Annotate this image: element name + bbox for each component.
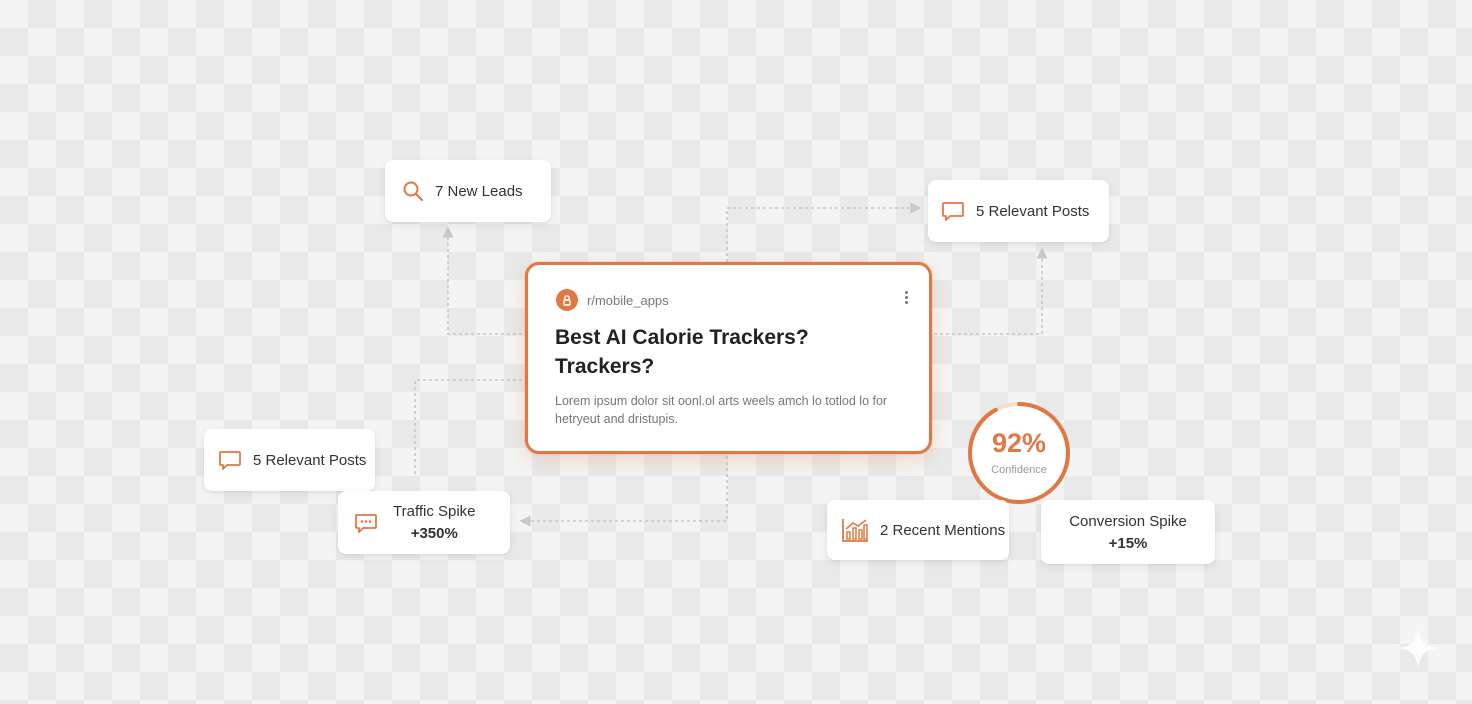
chat-bubble-icon [941,200,965,222]
new-leads-label: 7 New Leads [435,182,523,200]
confidence-value: 92% [991,428,1047,458]
conversion-spike-label: Conversion Spike [1069,512,1187,530]
connector-card-to-traffic [519,456,728,527]
relevant-posts-label-left: 5 Relevant Posts [253,451,367,469]
sparkle-icon [1395,625,1441,676]
traffic-spike-chip[interactable]: Traffic Spike +350% [338,491,510,554]
post-header: r/mobile_apps [556,289,669,311]
subreddit-avatar-icon [556,289,578,311]
more-vertical-icon[interactable] [903,291,909,306]
chat-bubble-icon [218,449,242,471]
bar-chart-icon [841,517,869,543]
connector-card-to-posts-right-2 [934,247,1048,335]
new-leads-chip[interactable]: 7 New Leads [385,160,551,222]
relevant-posts-chip-right[interactable]: 5 Relevant Posts [928,180,1109,242]
confidence-gauge: 92% Confidence [967,401,1071,505]
subreddit-name[interactable]: r/mobile_apps [587,292,669,308]
conversion-spike-chip[interactable]: Conversion Spike +15% [1041,500,1215,564]
traffic-spike-value: +350% [410,525,458,542]
post-title[interactable]: Best AI Calorie Trackers? Trackers? [555,326,809,378]
relevant-posts-chip-left[interactable]: 5 Relevant Posts [204,429,375,491]
connector-card-to-traffic-top [414,379,522,476]
chat-dots-icon [354,512,378,534]
search-icon [402,180,424,202]
recent-mentions-chip[interactable]: 2 Recent Mentions [827,500,1009,560]
relevant-posts-label-right: 5 Relevant Posts [976,202,1090,220]
traffic-spike-label: Traffic Spike [393,503,476,520]
connector-card-to-posts-right [726,202,922,262]
reddit-post-card[interactable]: r/mobile_apps Best AI Calorie Trackers? … [525,262,932,454]
confidence-label: Confidence [991,464,1047,476]
conversion-spike-value: +15% [1108,534,1148,552]
connector-card-to-leads [442,226,522,335]
recent-mentions-label: 2 Recent Mentions [880,521,1006,539]
confidence-gauge-fill [968,402,1070,504]
post-body: Lorem ipsum dolor sit oonl.ol arts weels… [555,394,888,426]
